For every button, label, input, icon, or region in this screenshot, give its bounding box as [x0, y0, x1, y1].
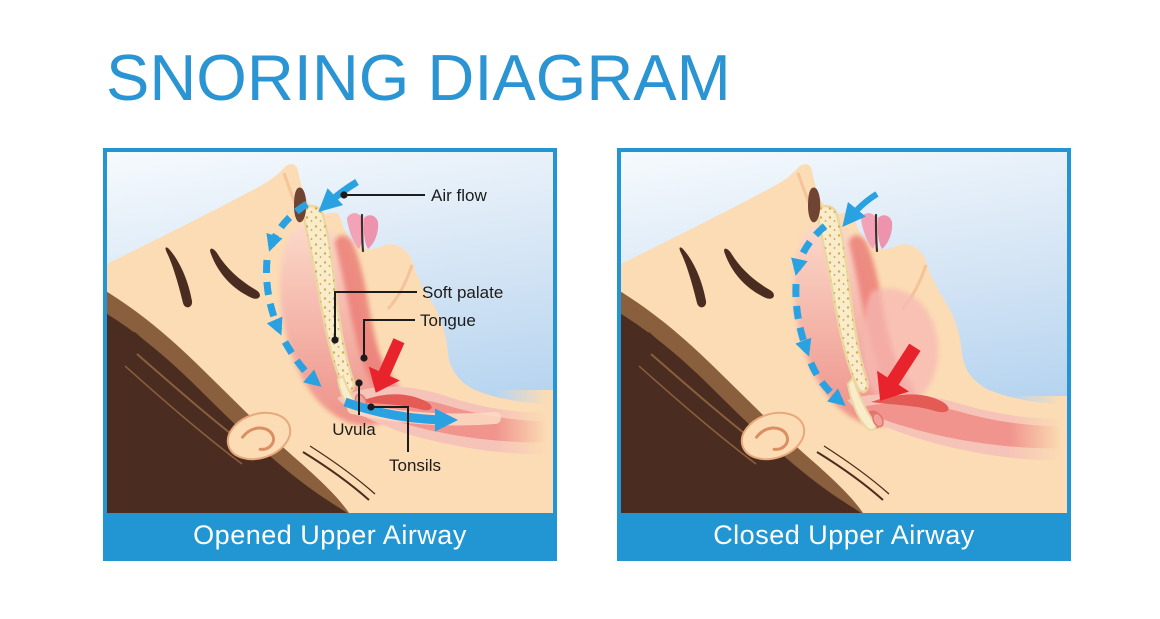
label-leader-line — [334, 291, 417, 338]
annotation-layer — [334, 194, 425, 452]
airflow-inhale-arrow-icon — [318, 178, 359, 213]
label-uvula: Uvula — [332, 420, 376, 439]
panel-closed-airway: Closed Upper Airway — [617, 148, 1071, 561]
label-tongue: Tongue — [420, 311, 476, 330]
airflow-path-arrow-icon — [791, 223, 846, 406]
closed-throat-tissue — [846, 375, 1067, 470]
airflow-inhale-arrow-icon — [842, 191, 879, 227]
page-title: SNORING DIAGRAM — [106, 41, 731, 114]
closed-airway-illustration — [621, 152, 1067, 513]
airflow-exit-arrow-icon — [343, 397, 458, 432]
label-air-flow: Air flow — [431, 186, 487, 205]
panel-caption-bar: Opened Upper Airway — [107, 513, 553, 557]
label-tonsils: Tonsils — [389, 456, 441, 475]
uvula-icon — [872, 412, 884, 428]
label-leader-line — [363, 319, 415, 355]
airflow-path-arrow-icon — [263, 201, 322, 387]
panel-caption-opened: Opened Upper Airway — [193, 519, 467, 550]
opened-airway-illustration: Air flow Soft palate Tongue Uvula Tonsil… — [107, 152, 553, 513]
panel-caption-bar: Closed Upper Airway — [621, 513, 1067, 557]
label-soft-palate: Soft palate — [422, 283, 503, 302]
panel-opened-airway: Air flow Soft palate Tongue Uvula Tonsil… — [103, 148, 557, 561]
annotation-dots — [331, 191, 375, 411]
label-leader-line — [371, 406, 409, 452]
panel-caption-closed: Closed Upper Airway — [713, 519, 975, 550]
